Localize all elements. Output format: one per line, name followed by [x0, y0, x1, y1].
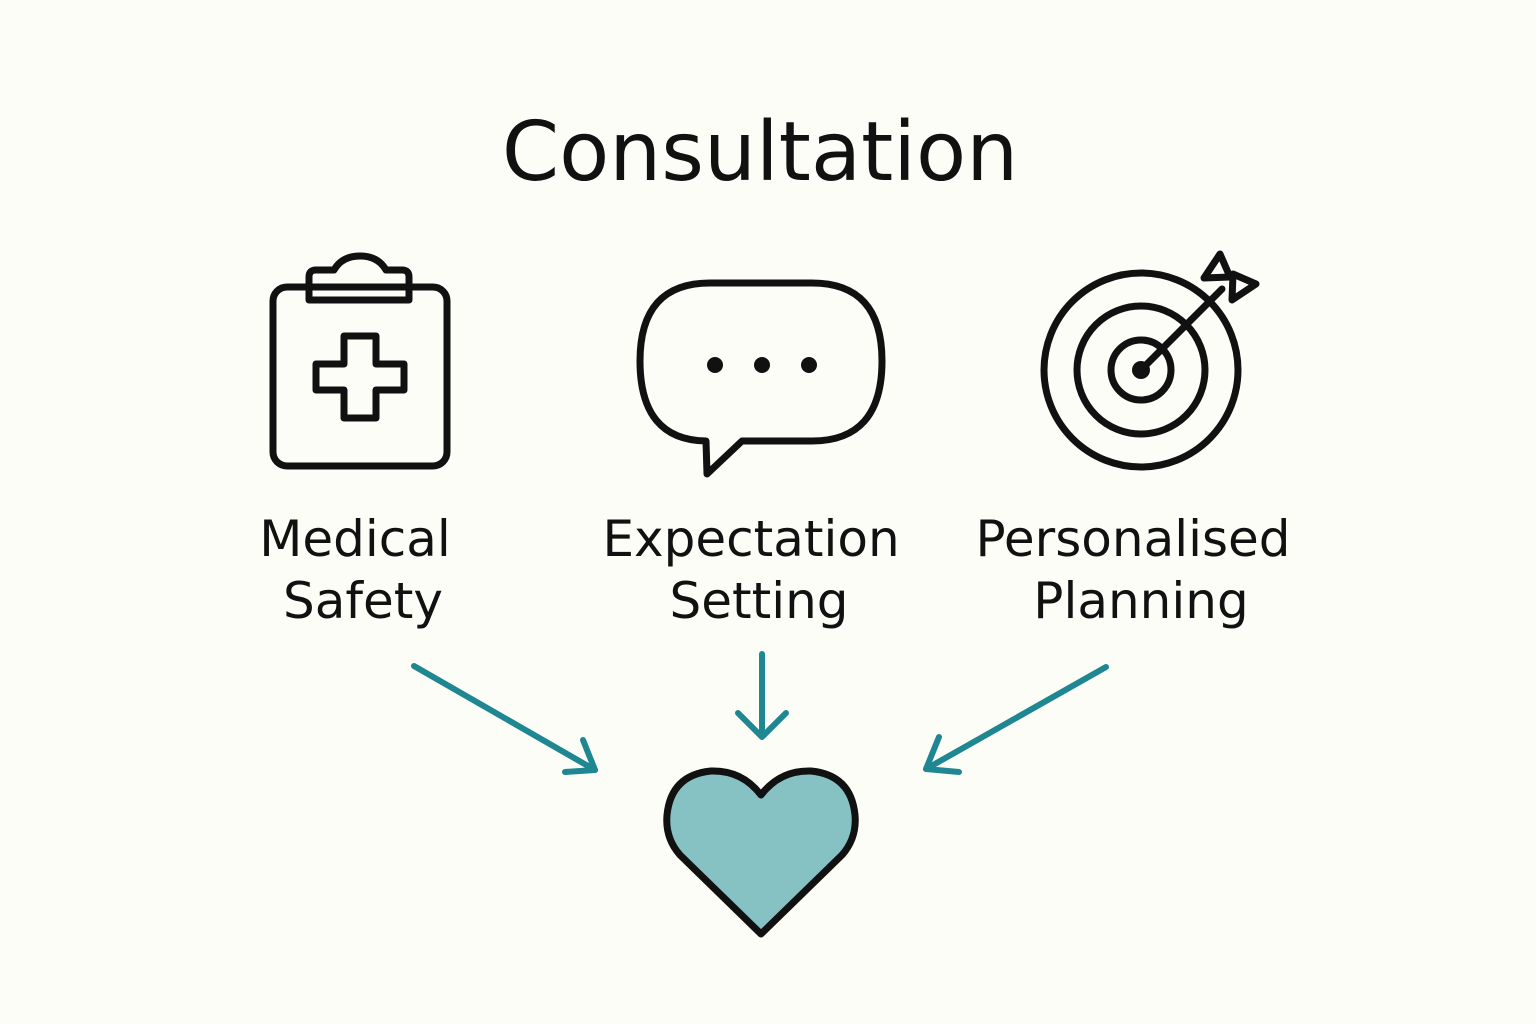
item-label: Expectation Setting: [602, 510, 915, 630]
heart-icon: [663, 767, 859, 938]
item-label: Personalised Planning: [976, 510, 1307, 630]
dot: [707, 357, 723, 373]
diagram-title: Consultation: [502, 105, 1018, 200]
arrow-left: [411, 663, 598, 775]
arrow-right: [923, 664, 1109, 775]
medical-clipboard-icon: [269, 252, 451, 470]
item-label: Medical Safety: [259, 510, 466, 630]
dot: [801, 357, 817, 373]
dot: [754, 357, 770, 373]
speech-bubble-icon: [636, 279, 886, 478]
arrow-center: [735, 651, 789, 740]
target-arrow-icon: [1040, 250, 1260, 471]
